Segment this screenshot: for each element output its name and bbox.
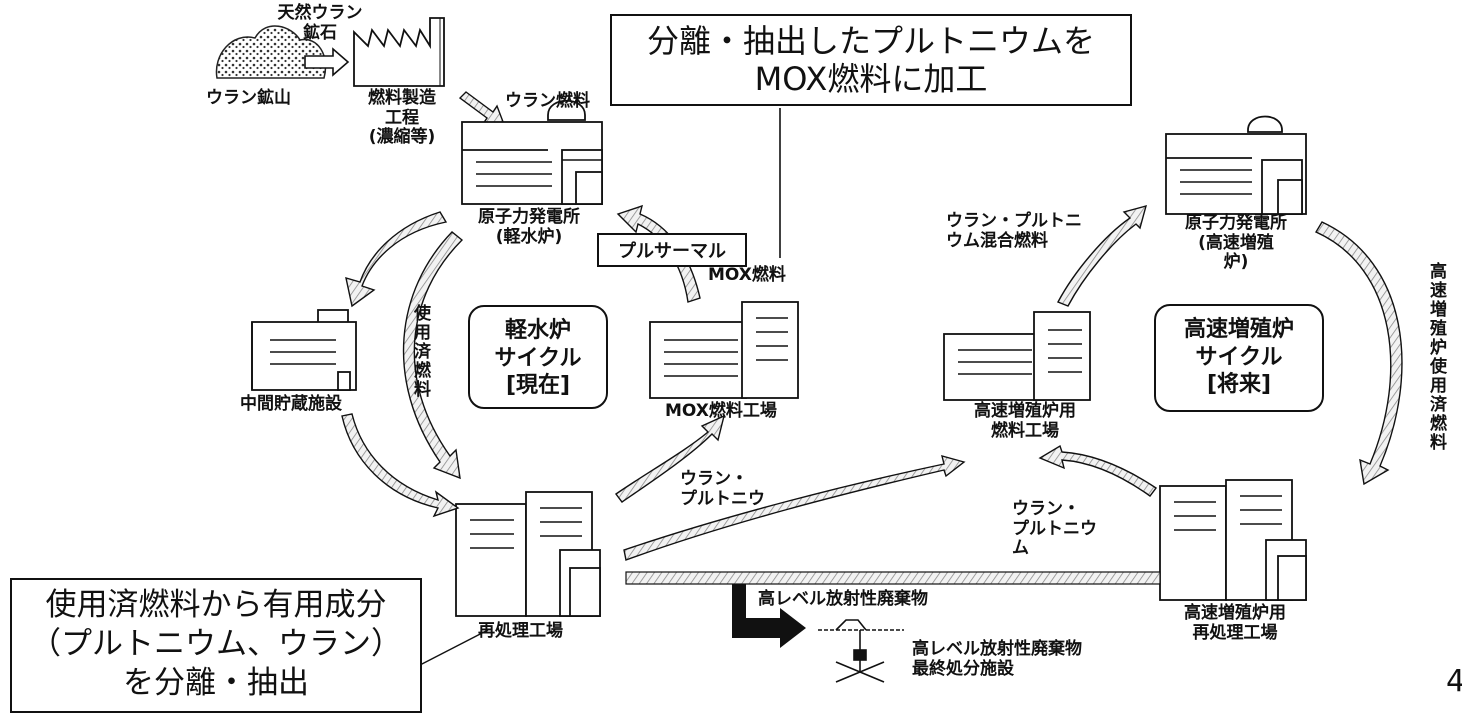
fbr-fuel-plant-label: 高速増殖炉用 燃料工場 [974,401,1076,441]
interim-storage-label: 中間貯蔵施設 [240,394,342,414]
lwr-cycle-label: 軽水炉 サイクル [現在] [468,305,608,409]
callout-connector-bottom [419,629,489,666]
fbr-plant-icon [1165,115,1307,215]
page-number: 4 [1446,664,1462,699]
callout-mox-processing: 分離・抽出したプルトニウムを MOX燃料に加工 [610,14,1132,106]
fuel-fabrication-label: 燃料製造 工程 (濃縮等) [368,88,436,148]
u-pu-mixed-fuel-label: ウラン・プルトニ ウム混合燃料 [946,211,1082,251]
ore-label: 天然ウラン 鉱石 [277,3,363,43]
fbr-plant-label: 原子力発電所 (高速増殖 炉) [1185,213,1287,273]
uranium-mine-label: ウラン鉱山 [206,88,291,108]
mox-fuel-label: MOX燃料 [708,265,786,285]
fbr-fuel-plant-icon [943,311,1091,401]
u-pu-fbr-label: ウラン・ プルトニウ ム [1012,499,1097,559]
reprocessing-plant-label: 再処理工場 [478,621,563,641]
pluthermal-label: プルサーマル [597,233,747,267]
hlw-arrow-icon [732,584,806,648]
uranium-fuel-label: ウラン燃料 [505,91,590,111]
disposal-facility-icon [818,619,904,683]
mox-plant-icon [649,301,799,399]
uranium-mine-icon [215,25,327,79]
spent-fuel-label: 使用済燃料 [410,304,430,399]
fbr-reprocessing-label: 高速増殖炉用 再処理工場 [1184,603,1286,643]
hlw-label: 高レベル放射性廃棄物 [758,589,928,609]
factory-icon [353,17,445,87]
interim-storage-icon [251,309,357,391]
callout-reprocessing-purpose: 使用済燃料から有用成分 （プルトニウム、ウラン） を分離・抽出 [10,578,422,713]
hlw-disposal-label: 高レベル放射性廃棄物 最終処分施設 [912,639,1082,679]
fbr-spent-fuel-label: 高速増殖炉使用済燃料 [1426,262,1446,452]
lwr-plant-icon [461,100,603,205]
arrow-ore-icon [304,47,350,77]
hlw-band [625,571,1161,585]
reprocessing-plant-icon [455,491,601,617]
fbr-reprocessing-icon [1159,479,1307,601]
fbr-cycle-label: 高速増殖炉 サイクル [将来] [1154,304,1324,412]
lwr-plant-label: 原子力発電所 (軽水炉) [478,207,580,247]
u-pu-to-mox-label: ウラン・ プルトニウ [680,469,765,509]
mox-plant-label: MOX燃料工場 [665,401,777,421]
